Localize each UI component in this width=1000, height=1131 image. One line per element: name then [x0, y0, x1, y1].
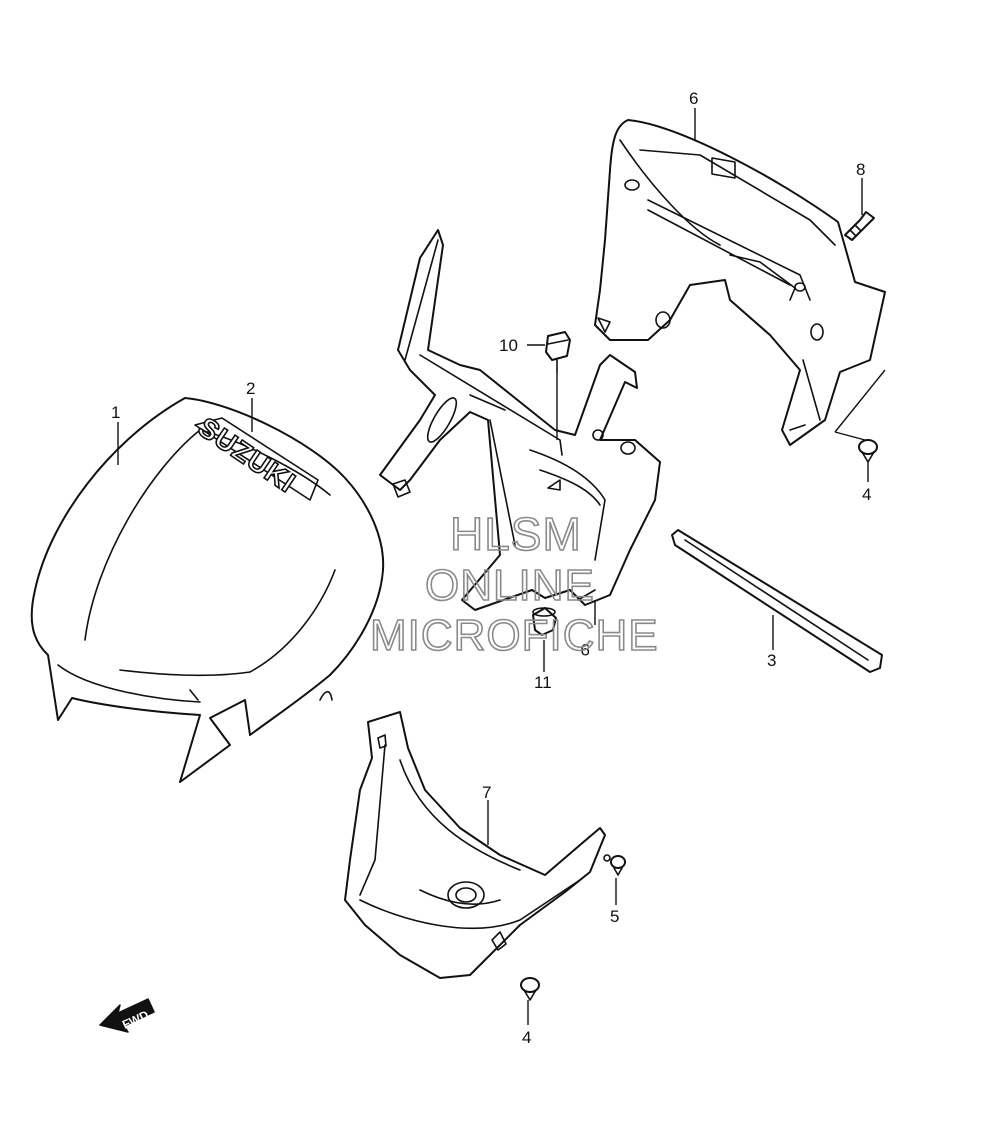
part-7-lower-cover	[344, 711, 606, 979]
part-3-trim-strip	[671, 529, 883, 673]
callout-8: 8	[856, 160, 865, 179]
part-11-collar	[532, 607, 557, 636]
part-6-inner-panel	[594, 119, 886, 446]
callout-4-lower: 4	[522, 1028, 531, 1047]
fwd-arrow-icon: FWD	[99, 998, 155, 1033]
callout-6: 6	[689, 89, 698, 108]
callout-2: 2	[246, 379, 255, 398]
part-5-fastener	[603, 854, 626, 876]
part-9-stay-bracket	[379, 229, 661, 611]
callout-5: 5	[610, 907, 619, 926]
callout-labels: 1 2 3 4 5 6 7 8 9 10 11 4	[111, 89, 871, 1047]
part-1-front-cowl	[30, 397, 385, 783]
part-4-fastener-upper	[858, 439, 878, 463]
leader-lines	[117, 108, 886, 1025]
watermark-line-1: HLSM	[450, 508, 582, 560]
part-4-fastener-lower	[520, 977, 540, 1001]
callout-3: 3	[767, 651, 776, 670]
callout-4-upper: 4	[862, 485, 871, 504]
watermark-line-3: MICROFICHE	[370, 611, 659, 660]
callout-10: 10	[499, 336, 518, 355]
callout-7: 7	[482, 783, 491, 802]
watermark: HLSM ONLINE MICROFICHE	[369, 507, 659, 661]
callout-11: 11	[534, 673, 552, 692]
part-10-bolt	[545, 331, 571, 373]
callout-1: 1	[111, 403, 120, 422]
watermark-line-2: ONLINE	[425, 561, 595, 610]
part-8-screw	[844, 211, 875, 241]
callout-9: 9	[581, 640, 590, 659]
